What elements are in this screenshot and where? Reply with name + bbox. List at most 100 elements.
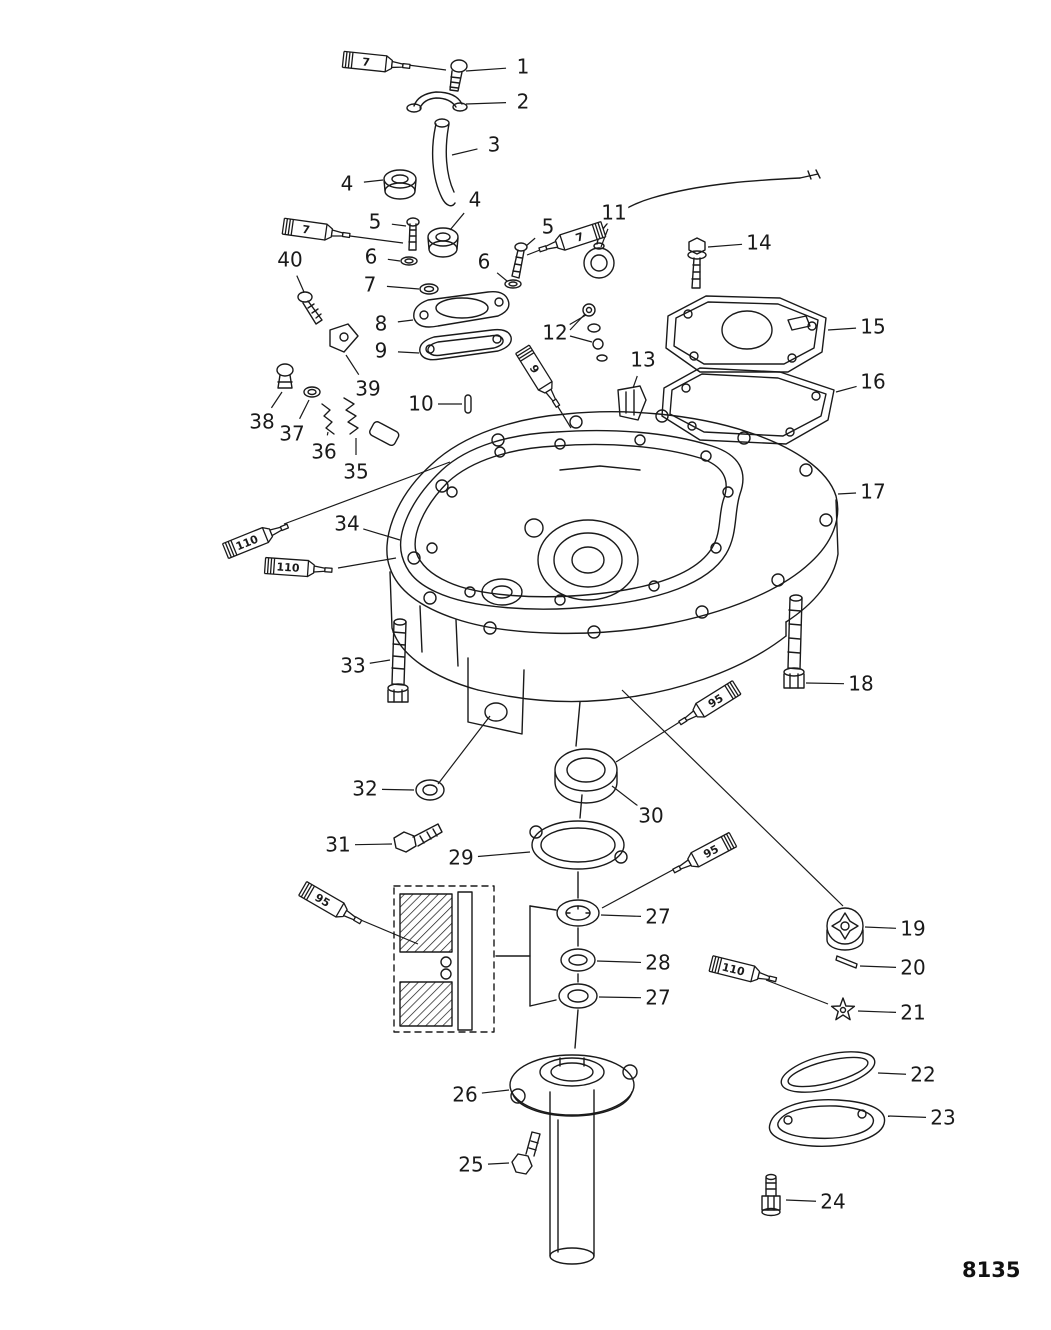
- part-callout: 4: [466, 187, 484, 212]
- part-29-gasket: [529, 820, 628, 870]
- part-callout: 7: [361, 272, 379, 297]
- sealant-tube-label: 95: [312, 891, 332, 910]
- part-17-adaptor-plate: [386, 409, 839, 735]
- part-27-bearing-upper: [556, 899, 600, 927]
- part-callout: 38: [247, 409, 277, 434]
- part-5-screw-b: [511, 242, 528, 279]
- part-callout: 28: [643, 950, 673, 975]
- sealant-tube: 110: [218, 513, 297, 564]
- part-37-washer: [303, 386, 321, 398]
- part-26-driveshaft-housing: [509, 1054, 638, 1265]
- part-callout: 29: [446, 845, 476, 870]
- part-callout: 6: [475, 249, 493, 274]
- sealant-tube: 7: [279, 214, 358, 248]
- part-33-bolt: [387, 618, 409, 703]
- part-15-cover-plate: [665, 295, 827, 373]
- cross-section-view: [393, 885, 495, 1033]
- part-callout: 3: [485, 132, 503, 157]
- part-19-pump-rotor: [826, 907, 864, 951]
- part-callout: 8: [372, 311, 390, 336]
- part-34-gasket: [399, 429, 744, 610]
- part-callout: 12: [540, 320, 570, 345]
- assembly-axis-lines: [574, 701, 583, 1049]
- part-20-drive-pin: [835, 955, 858, 969]
- part-14-screw: [687, 237, 707, 289]
- part-5-screw-a: [406, 217, 420, 251]
- part-callout: 21: [898, 1000, 928, 1025]
- part-callout: 16: [858, 369, 888, 394]
- part-callout: 34: [332, 511, 362, 536]
- sealant-tube: 95: [294, 877, 372, 936]
- sealant-tube-label: 7: [574, 230, 585, 245]
- part-callout: 40: [275, 247, 305, 272]
- part-2-clamp: [406, 91, 468, 113]
- part-callout: 19: [898, 916, 928, 941]
- part-6-washer-a: [400, 256, 418, 266]
- part-28-seal: [560, 948, 596, 972]
- part-callout: 2: [514, 89, 532, 114]
- part-callout: 27: [643, 904, 673, 929]
- part-3-water-tube: [431, 118, 456, 207]
- part-callout: 35: [341, 459, 371, 484]
- part-27-bearing-lower: [558, 983, 598, 1009]
- part-callout: 10: [406, 391, 436, 416]
- part-callout: 6: [362, 244, 380, 269]
- part-25-screw: [511, 1131, 541, 1175]
- part-callout: 4: [338, 171, 356, 196]
- part-30-oil-seal: [554, 748, 618, 804]
- part-10-pin: [464, 394, 472, 414]
- sealant-tube-label: 110: [721, 960, 747, 978]
- part-31-bolt: [393, 823, 443, 853]
- part-callout: 11: [599, 200, 629, 225]
- part-callout: 18: [846, 671, 876, 696]
- part-callout: 23: [928, 1105, 958, 1130]
- part-callout: 25: [456, 1152, 486, 1177]
- part-callout: 13: [628, 347, 658, 372]
- part-32-washer: [415, 779, 445, 801]
- part-callout: 30: [636, 803, 666, 828]
- part-callout: 22: [908, 1062, 938, 1087]
- part-12-hardware-stack: [582, 303, 608, 362]
- part-callout: 15: [858, 314, 888, 339]
- part-11-sensor-cable: [583, 169, 821, 279]
- part-callout: 5: [539, 214, 557, 239]
- sealant-tube: 110: [705, 951, 785, 993]
- sealant-tube-label: 110: [276, 560, 300, 575]
- part-40-screw: [297, 291, 323, 325]
- part-16-gasket: [661, 367, 835, 445]
- part-8-thermostat-cover: [413, 290, 510, 328]
- part-9-gasket: [419, 328, 512, 361]
- part-callout: 26: [450, 1082, 480, 1107]
- part-18-bolt: [783, 594, 805, 689]
- part-callout: 37: [277, 421, 307, 446]
- part-21-star-clip: [830, 997, 856, 1021]
- part-callout: 17: [858, 479, 888, 504]
- sealant-tube-label: 7: [362, 55, 371, 69]
- sealant-tube-label: 7: [301, 223, 310, 237]
- part-4-grommet-a: [383, 169, 417, 200]
- part-callout: 24: [818, 1189, 848, 1214]
- part-callout: 36: [309, 439, 339, 464]
- part-24-bolt: [761, 1173, 781, 1217]
- sealant-tube: 95: [668, 676, 745, 737]
- part-callout: 5: [366, 209, 384, 234]
- part-6-washer-b: [504, 279, 522, 289]
- part-callout: 27: [643, 985, 673, 1010]
- sealant-tube: 95: [663, 828, 741, 885]
- part-callout: 9: [372, 338, 390, 363]
- part-35-spring-and-sleeve: [343, 397, 400, 447]
- part-22-pump-gasket: [780, 1051, 876, 1093]
- part-callout: 1: [514, 54, 532, 79]
- part-callout: 31: [323, 832, 353, 857]
- sealant-tube: 9: [511, 340, 572, 417]
- sealant-tube: 110: [261, 553, 338, 582]
- section-bracket-lines: [495, 905, 557, 1007]
- part-callout: 32: [350, 776, 380, 801]
- sealant-tube-label: 95: [701, 842, 721, 861]
- sealant-tube: 7: [530, 217, 610, 263]
- diagram-number: 8135: [962, 1258, 1021, 1282]
- part-4-grommet-b: [427, 227, 459, 258]
